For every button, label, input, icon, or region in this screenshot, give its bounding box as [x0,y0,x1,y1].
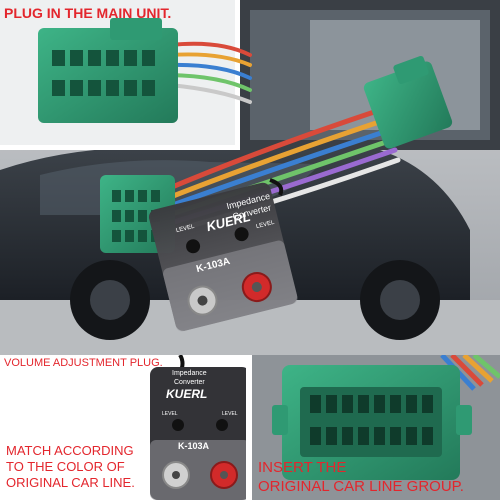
closeup-knob-left-label: LEVEL [162,411,178,417]
main-photo-panel: Impedance Converter KUERL K-103A LEVEL L… [0,0,500,355]
main-unit-connector [38,18,178,123]
closeup-name-line2: Converter [174,379,205,386]
caption-volume-adjustment: VOLUME ADJUSTMENT PLUG. [4,357,163,369]
bottom-left-panel: Impedance Converter KUERL K-103A LEVEL L… [0,355,246,500]
caption-match-line1: MATCH ACCORDING [6,443,134,458]
main-photo [0,0,500,355]
caption-match-line3: ORIGINAL CAR LINE. [6,475,135,490]
converter-closeup [150,355,246,500]
bottom-right-panel: INSERT THE ORIGINAL CAR LINE GROUP. [252,355,500,500]
caption-insert-line2: ORIGINAL CAR LINE GROUP. [258,478,464,495]
panel-divider [246,355,252,500]
caption-plug-main-unit: PLUG IN THE MAIN UNIT. [4,5,172,21]
closeup-knob-right-label: LEVEL [222,411,238,417]
impedance-converter-box [148,182,298,332]
caption-insert-line1: INSERT THE [258,459,347,476]
closeup-brand: KUERL [166,387,208,401]
caption-match-line2: TO THE COLOR OF [6,459,125,474]
car-line-connector-right [363,55,453,149]
closeup-model: K-103A [178,441,210,451]
connector-closeup [252,355,500,500]
closeup-name-line1: Impedance [172,370,207,377]
